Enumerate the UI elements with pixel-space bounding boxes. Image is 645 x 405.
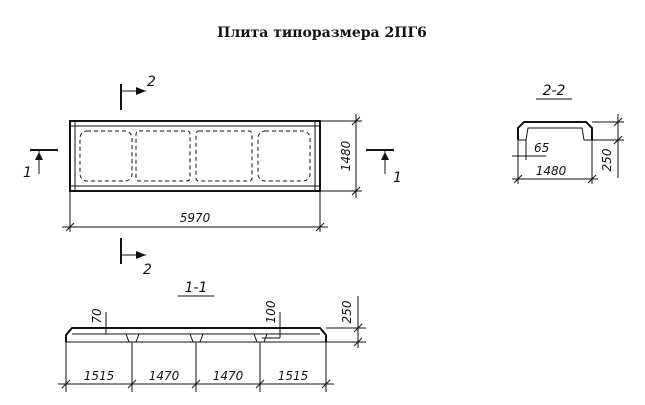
section-1-1-title: 1-1: [185, 280, 208, 296]
section-2-2-width-tick-left: [513, 174, 523, 184]
section-1-arrow-left-icon: [35, 152, 43, 160]
section-1-1-view: 1-1 70 100 250 1515: [58, 280, 366, 392]
section-1-1-rib-2: [189, 333, 204, 343]
section-2-mark-bottom-label: 2: [143, 262, 152, 278]
section-1-1-end-label: 100: [264, 300, 278, 323]
section-1-mark-left-label: 1: [23, 165, 32, 181]
plan-cell-1: [79, 130, 133, 182]
section-1-arrow-right-icon: [381, 152, 389, 160]
section-1-1-height-label: 250: [340, 300, 354, 323]
section-2-2-height-tick-top: [613, 117, 623, 127]
section-1-1-rib-1: [125, 333, 140, 343]
plan-cell-2: [135, 130, 191, 182]
section-2-2-height-tick-bottom: [613, 135, 623, 145]
plan-width-tick-top: [351, 116, 361, 126]
section-2-2-height-label: 250: [600, 148, 614, 171]
section-1-1-height-tick-bottom: [353, 337, 363, 347]
plan-length-label: 5970: [180, 211, 211, 225]
section-1-1-span-label-1: 1515: [84, 369, 115, 383]
section-1-1-profile-top: [65, 327, 327, 342]
section-1-1-height-tick-top: [353, 323, 363, 333]
section-1-1-span-tick-0: [61, 379, 71, 389]
section-2-2-width-tick-right: [587, 174, 597, 184]
section-2-2-profile: [517, 121, 593, 140]
plan-cell-3: [195, 130, 253, 182]
plan-view: 5970 1480 1 1 2 2: [23, 74, 402, 278]
section-2-2-view: 2-2 65 1480 250: [512, 83, 624, 184]
section-1-1-span-tick-1: [127, 379, 137, 389]
section-1-1-span-tick-2: [191, 379, 201, 389]
section-2-2-title: 2-2: [543, 83, 566, 99]
section-2-2-inner-profile: [525, 127, 585, 141]
section-2-arrow-bottom-icon: [136, 251, 146, 259]
plan-width-tick-bottom: [351, 186, 361, 196]
section-2-arrow-top-icon: [136, 87, 146, 95]
section-2-2-width-label: 1480: [536, 164, 567, 178]
page-title: Плита типоразмера 2ПГ6: [217, 25, 427, 41]
section-2-2-rib-label: 65: [534, 141, 549, 155]
section-1-mark-right-label: 1: [393, 170, 402, 186]
plan-cell-4: [257, 130, 311, 182]
section-1-1-span-tick-4: [321, 379, 331, 389]
section-1-1-span-label-2: 1470: [149, 369, 180, 383]
plan-slab-outline: [69, 120, 321, 192]
section-2-mark-top-label: 2: [147, 74, 156, 90]
plan-width-label: 1480: [339, 140, 353, 171]
section-1-1-rib-label: 70: [90, 308, 104, 324]
section-1-1-span-label-4: 1515: [278, 369, 309, 383]
plan-length-tick-right: [315, 222, 325, 232]
section-1-1-span-tick-3: [255, 379, 265, 389]
plan-length-tick-left: [65, 222, 75, 232]
section-1-1-span-label-3: 1470: [213, 369, 244, 383]
